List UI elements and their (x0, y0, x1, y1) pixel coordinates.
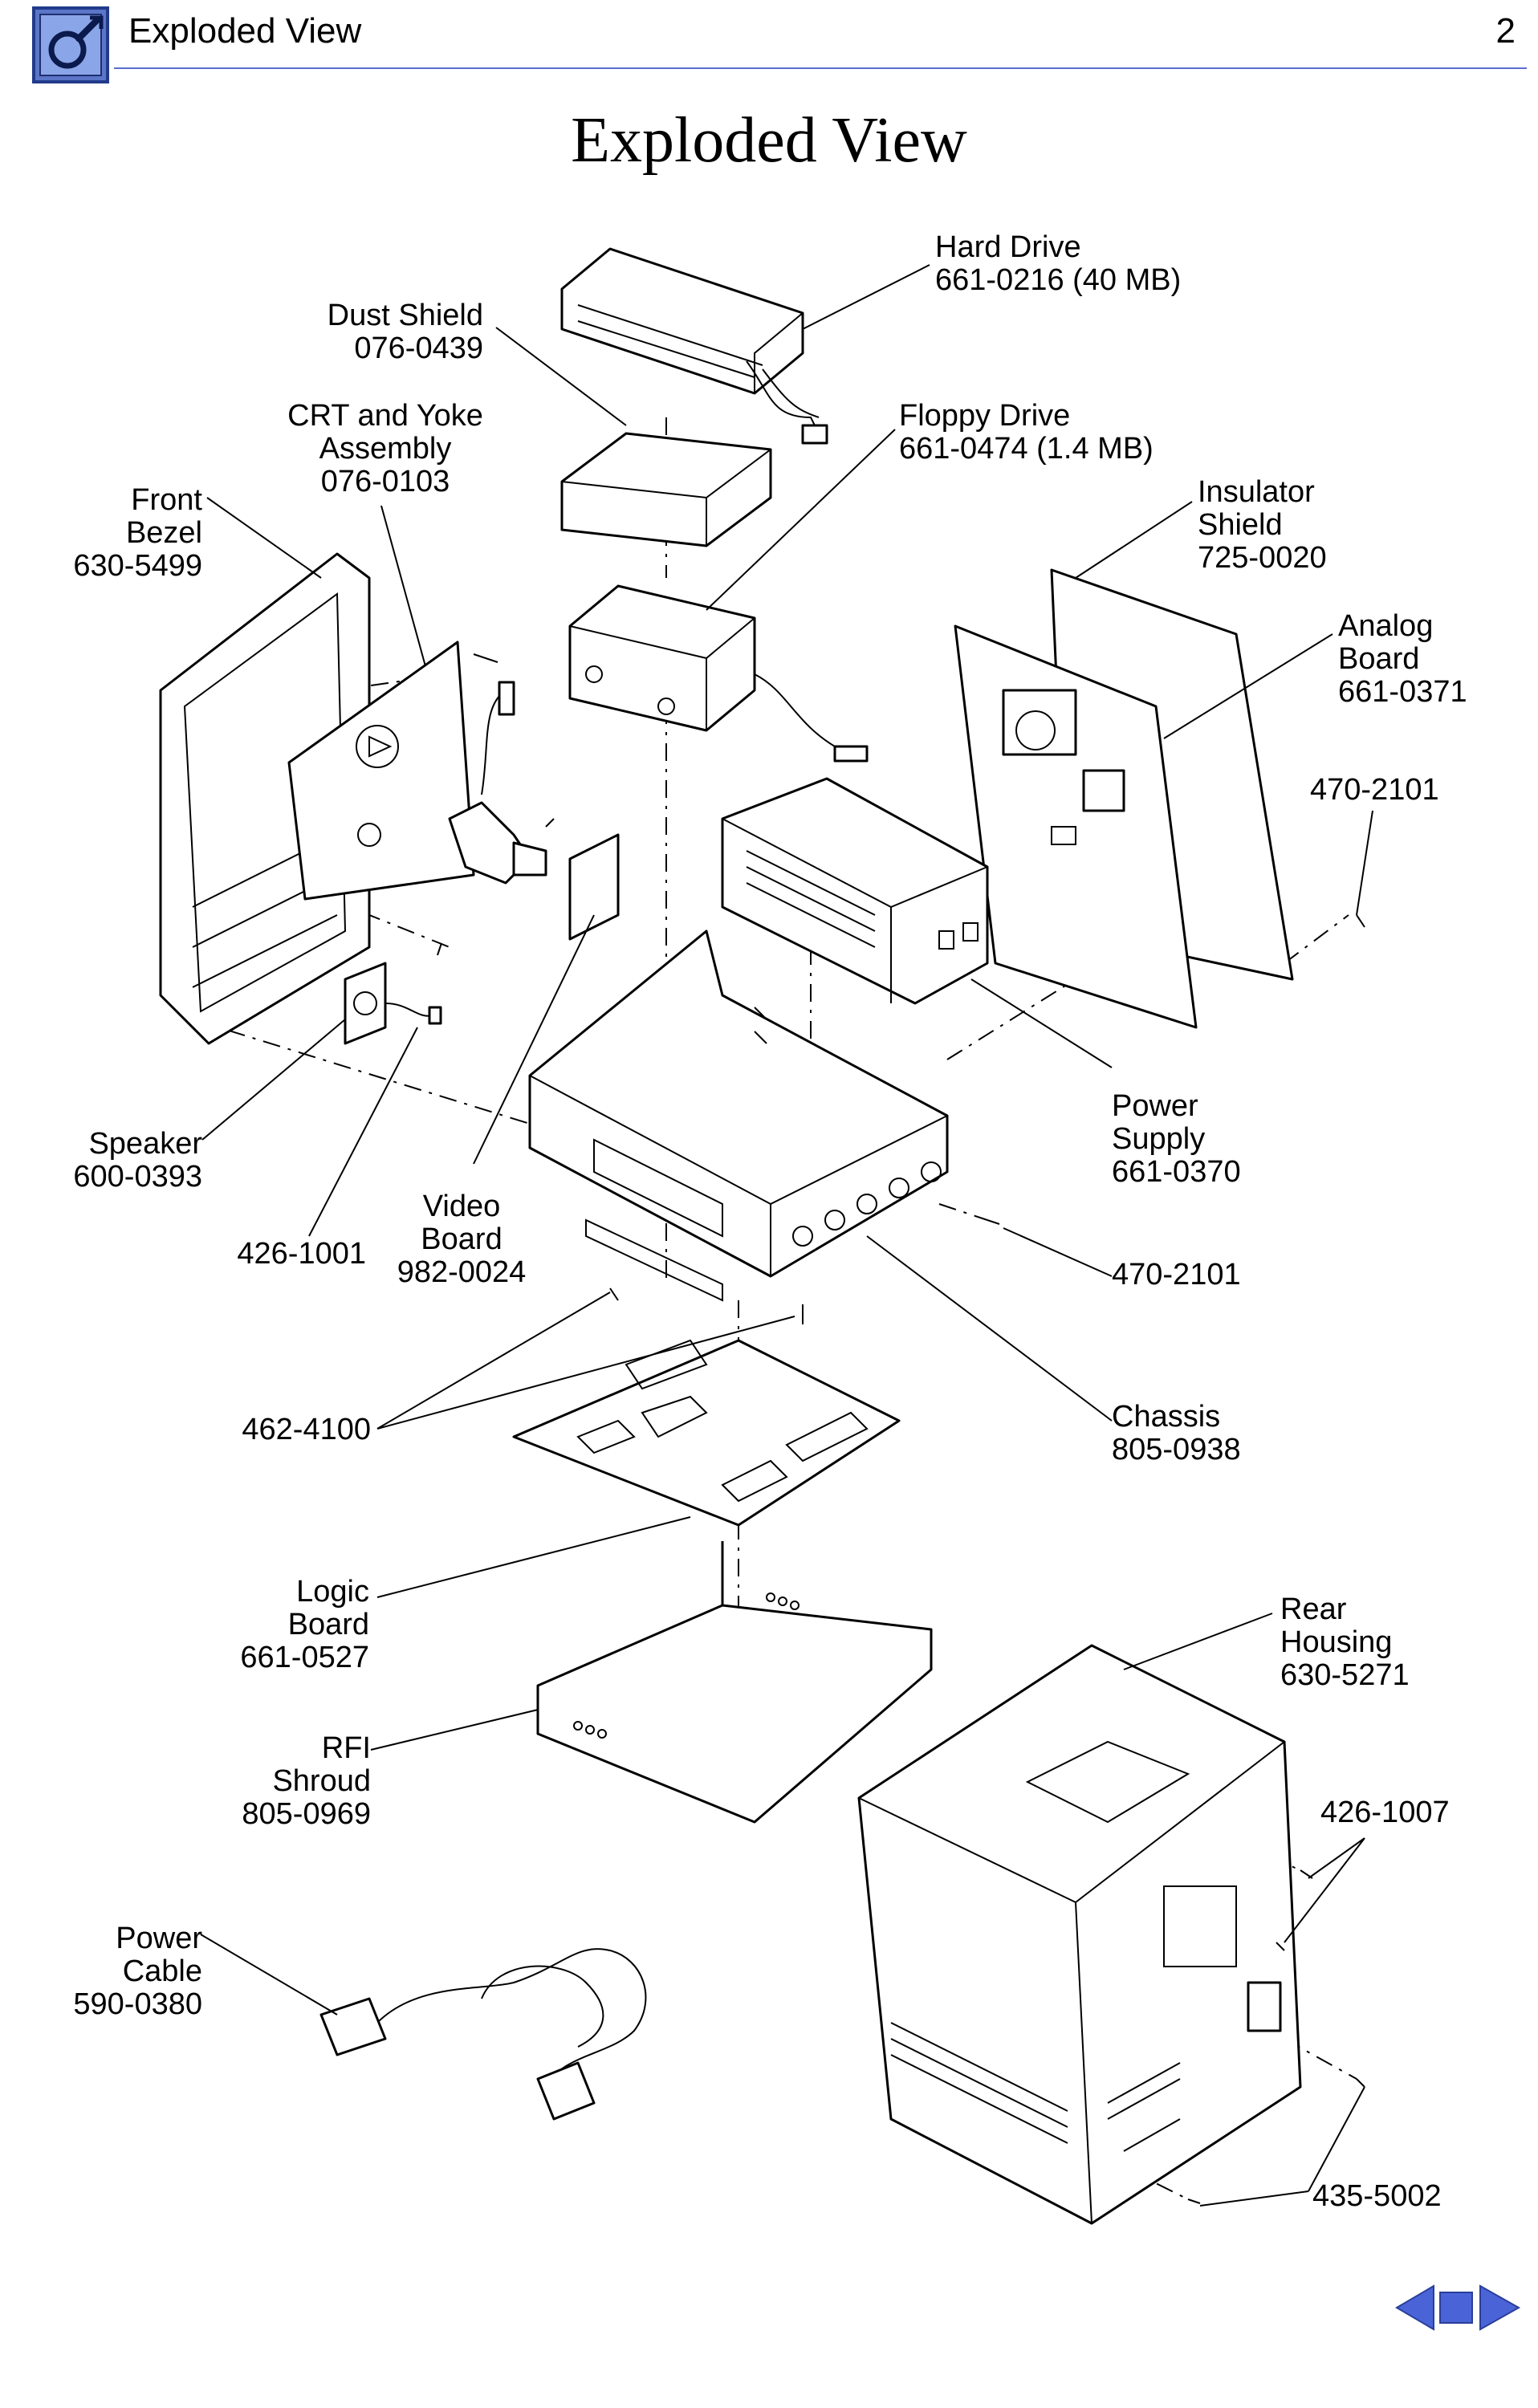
page-number: 2 (1495, 11, 1516, 51)
previous-page-arrow-icon[interactable] (1395, 2284, 1434, 2331)
label-floppy-drive-name: Floppy Drive (899, 399, 1070, 433)
label-video-line2: Board (421, 1222, 502, 1256)
label-logic-line2: Board (288, 1608, 369, 1641)
label-power-supply-line1: Power (1112, 1089, 1198, 1123)
header-title: Exploded View (128, 11, 362, 51)
label-screw-470-top: 470-2101 (1310, 773, 1439, 807)
label-insulator-line1: Insulator (1198, 475, 1315, 509)
hard-drive-part (560, 247, 828, 445)
label-crt-pn: 076-0103 (321, 465, 450, 498)
label-power-supply-line2: Supply (1112, 1122, 1205, 1156)
label-screw-426-1007-pn: 426-1007 (1320, 1796, 1450, 1829)
label-video-line1: Video (423, 1190, 501, 1223)
label-screw-470-top-pn: 470-2101 (1310, 773, 1439, 807)
crt-yoke-assembly-part (287, 641, 547, 901)
label-hard-drive-name: Hard Drive (935, 230, 1081, 264)
label-speaker-pn: 600-0393 (73, 1160, 202, 1194)
label-screw-470-mid-pn: 470-2101 (1112, 1258, 1241, 1291)
label-dust-shield-pn: 076-0439 (354, 332, 483, 365)
label-logic-line1: Logic (296, 1575, 369, 1609)
rear-housing-part (857, 1644, 1302, 2225)
label-power-cable-pn: 590-0380 (73, 1987, 202, 2021)
chassis-part (528, 929, 949, 1302)
label-rfi-pn: 805-0969 (242, 1797, 371, 1831)
label-screw-435: 435-5002 (1312, 2179, 1442, 2213)
label-analog-line2: Board (1338, 642, 1419, 676)
header-divider (114, 67, 1527, 69)
leader-lines (200, 264, 1373, 2207)
speaker-part (344, 962, 442, 1045)
label-analog-pn: 661-0371 (1338, 675, 1467, 709)
label-screw-470-mid: 470-2101 (1112, 1258, 1241, 1291)
label-hard-drive-pn: 661-0216 (40 MB) (935, 263, 1181, 297)
label-power-supply-pn: 661-0370 (1112, 1155, 1241, 1189)
label-chassis-name: Chassis (1112, 1400, 1220, 1434)
label-video-pn: 982-0024 (397, 1255, 527, 1289)
label-rfi-line2: Shroud (272, 1764, 371, 1798)
label-speaker-name: Speaker (88, 1127, 202, 1161)
label-insulator-pn: 725-0020 (1198, 541, 1327, 575)
label-screw-462-pn: 462-4100 (242, 1413, 371, 1446)
label-analog-line1: Analog (1338, 609, 1433, 643)
analog-board-part (954, 624, 1198, 1029)
power-cable-part (319, 1948, 647, 2121)
label-screw-462: 462-4100 (242, 1413, 371, 1446)
video-board-part (568, 833, 620, 941)
rfi-shroud-part (536, 1541, 933, 1824)
label-rear-housing-line2: Housing (1280, 1625, 1392, 1659)
label-front-bezel-line2: Bezel (126, 516, 202, 550)
next-page-arrow-icon[interactable] (1479, 2284, 1521, 2331)
power-supply-part (721, 777, 989, 1005)
label-logic-pn: 661-0527 (240, 1641, 369, 1674)
label-power-cable-line1: Power (116, 1922, 202, 1955)
logic-board-part (512, 1339, 901, 1527)
page-navigation (1394, 2280, 1522, 2336)
label-front-bezel-pn: 630-5499 (73, 549, 202, 583)
label-screw-426-1007: 426-1007 (1320, 1796, 1450, 1829)
service-manual-logo-icon (32, 6, 109, 83)
label-screw-435-pn: 435-5002 (1312, 2179, 1442, 2213)
label-power-cable-line2: Cable (123, 1954, 202, 1988)
label-insulator-line2: Shield (1198, 508, 1283, 542)
label-dust-shield-name: Dust Shield (328, 299, 483, 332)
label-rear-housing-pn: 630-5271 (1280, 1658, 1410, 1692)
label-screw-426-1001: 426-1001 (237, 1237, 366, 1271)
page-title: Exploded View (571, 105, 967, 176)
dust-shield-part (560, 432, 772, 547)
floppy-drive-part (568, 584, 869, 763)
label-screw-426-1001-pn: 426-1001 (237, 1237, 366, 1271)
label-front-bezel-line1: Front (131, 483, 202, 517)
label-crt-line2: Assembly (319, 432, 452, 466)
square-stop-icon[interactable] (1439, 2292, 1473, 2324)
page-header: Exploded View 2 (0, 0, 1538, 88)
label-chassis-pn: 805-0938 (1112, 1433, 1241, 1466)
label-floppy-drive-pn: 661-0474 (1.4 MB) (899, 432, 1154, 466)
label-crt-line1: CRT and Yoke (287, 399, 483, 433)
label-rfi-line1: RFI (322, 1731, 371, 1765)
label-rear-housing-line1: Rear (1280, 1592, 1347, 1626)
screw-parts (437, 653, 1365, 2204)
